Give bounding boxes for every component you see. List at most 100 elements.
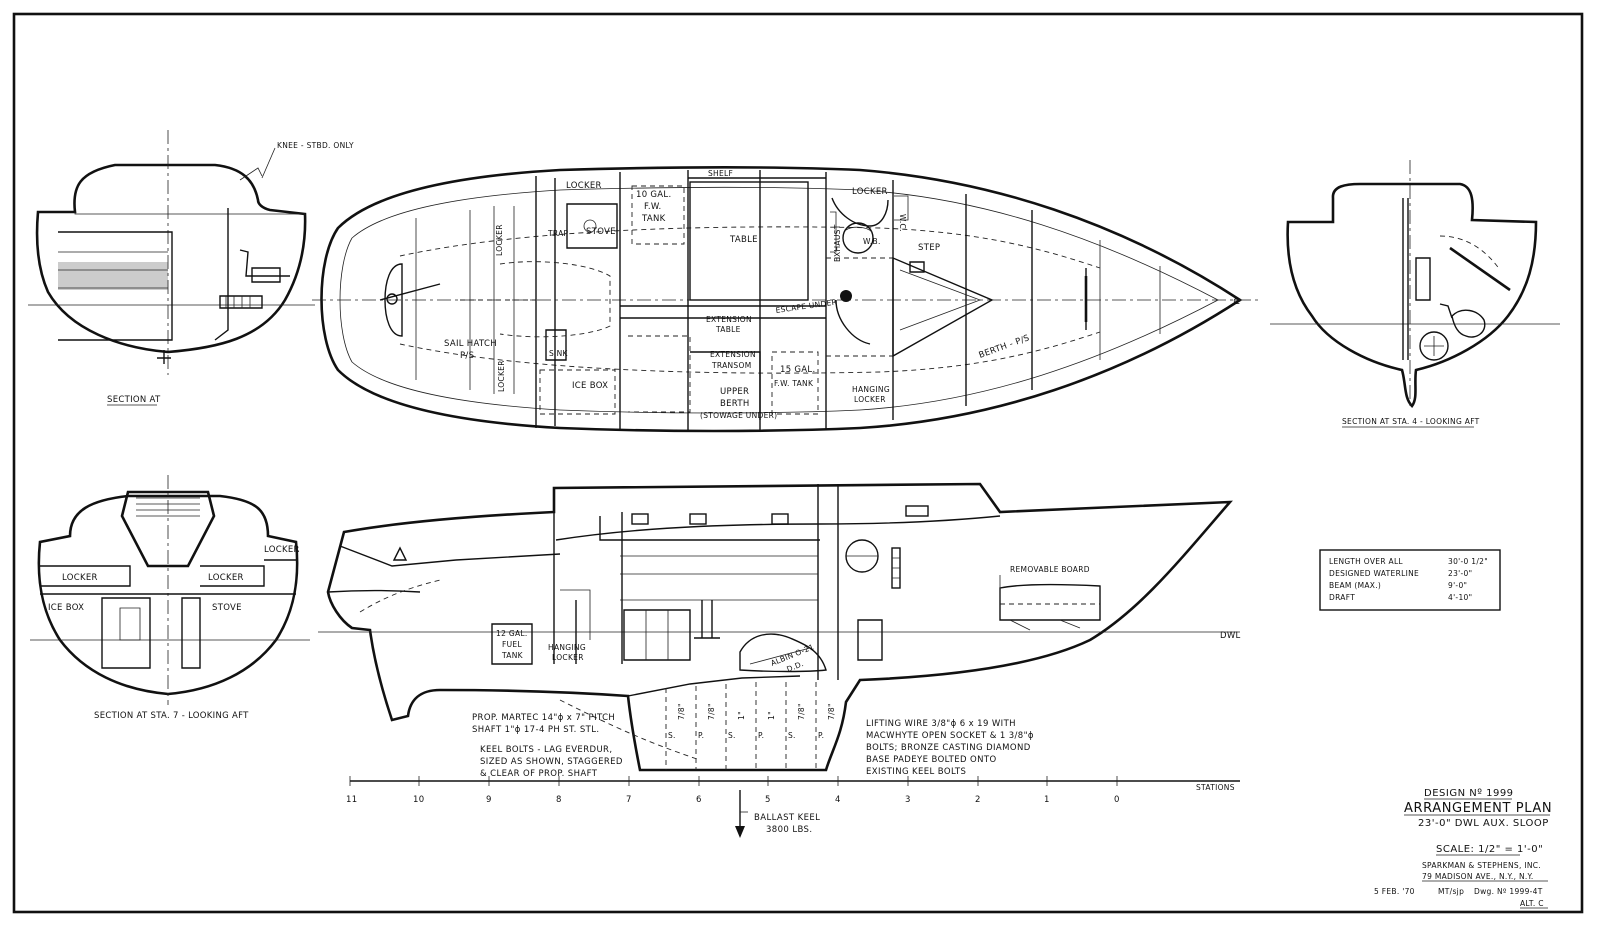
section-view-top-right: SECTION AT STA. 4 - LOOKING AFT bbox=[1270, 160, 1560, 428]
plan-table: TABLE bbox=[729, 235, 758, 245]
station-numbers: 11 10 9 8 7 6 5 4 3 2 1 0 bbox=[346, 795, 1119, 805]
particular-value-beam: 9'-0" bbox=[1448, 581, 1467, 590]
fuel-tank-2: FUEL bbox=[502, 640, 522, 649]
ballast-label-1: BALLAST KEEL bbox=[754, 813, 820, 823]
prop-note-line-1: PROP. MARTEC 14"ϕ x 7" PITCH bbox=[472, 713, 615, 723]
plan-fw-tank-10-a: 10 GAL. bbox=[636, 190, 671, 200]
lifting-note-line-3: BOLTS; BRONZE CASTING DIAMOND bbox=[866, 743, 1031, 753]
bolt-letter-2: P. bbox=[698, 731, 704, 740]
station-5: 5 bbox=[765, 795, 771, 805]
lifting-note-line-1: LIFTING WIRE 3/8"ϕ 6 x 19 WITH bbox=[866, 719, 1016, 729]
particular-value-draft: 4'-10" bbox=[1448, 593, 1472, 602]
hull-section-outline bbox=[1286, 182, 1538, 408]
bolt-letter-6: P. bbox=[818, 731, 824, 740]
bolt-letter-3: S. bbox=[728, 731, 736, 740]
plan-hanging-2: LOCKER bbox=[854, 395, 886, 404]
station-3: 3 bbox=[905, 795, 911, 805]
plan-sink: SINK bbox=[549, 349, 568, 358]
plan-step: STEP bbox=[918, 243, 940, 253]
plan-upper-berth-3: (STOWAGE UNDER) bbox=[700, 411, 777, 420]
plan-ext-transom-1: EXTENSION bbox=[710, 350, 756, 359]
profile-hanging-2: LOCKER bbox=[552, 653, 584, 662]
particulars-box bbox=[1319, 549, 1501, 611]
section-top-right-caption: SECTION AT STA. 4 - LOOKING AFT bbox=[1342, 417, 1480, 426]
removable-board-label: REMOVABLE BOARD bbox=[1010, 565, 1090, 574]
drawing-date: 5 FEB. '70 bbox=[1374, 887, 1415, 896]
section-ice-box: ICE BOX bbox=[48, 603, 84, 613]
drawing-subtitle: 23'-0" DWL AUX. SLOOP bbox=[1418, 818, 1549, 829]
keel-bolt-note: KEEL BOLTS - LAG EVERDUR, SIZED AS SHOWN… bbox=[480, 745, 623, 779]
plan-wash-basin: W.B. bbox=[863, 237, 881, 246]
station-4: 4 bbox=[835, 795, 841, 805]
plan-ext-table-1: EXTENSION bbox=[706, 315, 752, 324]
plan-locker-top: LOCKER bbox=[566, 181, 602, 191]
bolt-letter-4: P. bbox=[758, 731, 764, 740]
plan-locker-vertical-2: LOCKER bbox=[497, 360, 506, 392]
lifting-note-line-2: MACWHYTE OPEN SOCKET & 1 3/8"ϕ bbox=[866, 731, 1034, 741]
hull-section-outline bbox=[35, 163, 307, 354]
bolt-letter-5: S. bbox=[788, 731, 796, 740]
particular-label-beam: BEAM (MAX.) bbox=[1329, 581, 1381, 590]
design-number: DESIGN Nº 1999 bbox=[1424, 788, 1514, 799]
plan-ext-table-2: TABLE bbox=[715, 325, 741, 334]
prop-note: PROP. MARTEC 14"ϕ x 7" PITCH SHAFT 1"ϕ 1… bbox=[472, 713, 615, 735]
plan-trap: TRAP bbox=[547, 229, 569, 238]
firm-name: SPARKMAN & STEPHENS, INC. bbox=[1422, 861, 1541, 870]
bolt-size-2: 7/8" bbox=[707, 703, 716, 720]
particular-label-loa: LENGTH OVER ALL bbox=[1329, 557, 1403, 566]
keel-bolt-lines bbox=[665, 682, 817, 770]
plan-locker-vertical-1: LOCKER bbox=[495, 224, 504, 256]
section-bottom-left-caption: SECTION AT STA. 7 - LOOKING AFT bbox=[94, 711, 249, 721]
section-top-left-caption: SECTION AT bbox=[107, 395, 161, 405]
plan-wc: W.C. bbox=[898, 214, 907, 232]
plan-exhaust: EXHAUST bbox=[833, 224, 842, 262]
plan-upper-berth-1: UPPER bbox=[720, 387, 749, 397]
knee-label: KNEE - STBD. ONLY bbox=[277, 141, 354, 150]
plan-hanging-1: HANGING bbox=[852, 385, 890, 394]
prop-note-line-2: SHAFT 1"ϕ 17-4 PH ST. STL. bbox=[472, 725, 599, 735]
profile-hanging-1: HANGING bbox=[548, 643, 586, 652]
bolt-size-5: 7/8" bbox=[797, 703, 806, 720]
lifting-note-line-4: BASE PADEYE BOLTED ONTO bbox=[866, 755, 997, 765]
keel-bolt-note-line-2: SIZED AS SHOWN, STAGGERED bbox=[480, 757, 623, 767]
section-stove: STOVE bbox=[212, 603, 242, 613]
section-view-top-left: KNEE - STBD. ONLY SECTION AT bbox=[28, 130, 354, 406]
dwl-label: DWL bbox=[1220, 631, 1241, 641]
bolt-letter-1: S. bbox=[668, 731, 676, 740]
plan-sail-hatch-2: P/S bbox=[460, 351, 474, 361]
station-9: 9 bbox=[486, 795, 492, 805]
firm-address: 79 MADISON AVE., N.Y., N.Y. bbox=[1422, 872, 1534, 881]
title-block: DESIGN Nº 1999 ARRANGEMENT PLAN 23'-0" D… bbox=[1374, 788, 1552, 909]
plan-shelf: SHELF bbox=[708, 169, 733, 178]
station-11: 11 bbox=[346, 795, 357, 805]
fuel-tank-1: 12 GAL. bbox=[496, 629, 528, 638]
station-8: 8 bbox=[556, 795, 562, 805]
plan-locker-forward: LOCKER bbox=[852, 187, 888, 197]
plan-cl-mark: ℄ bbox=[1233, 297, 1240, 307]
station-ticks bbox=[349, 776, 1118, 786]
sheet-border bbox=[12, 12, 1584, 914]
ballast-label-2: 3800 LBS. bbox=[766, 825, 812, 835]
plan-stove: STOVE bbox=[586, 227, 616, 237]
plan-fw-tank-15-b: F.W. TANK bbox=[774, 379, 814, 388]
section-locker-3: LOCKER bbox=[264, 545, 300, 555]
hull-profile-outline bbox=[326, 482, 1233, 772]
keel-bolt-note-line-3: & CLEAR OF PROP. SHAFT bbox=[480, 769, 598, 779]
plan-fw-tank-10-b: F.W. bbox=[644, 202, 662, 212]
bolt-size-6: 7/8" bbox=[827, 703, 836, 720]
table-outline bbox=[689, 181, 809, 301]
drawing-scale: SCALE: 1/2" = 1'-0" bbox=[1436, 844, 1543, 855]
station-7: 7 bbox=[626, 795, 632, 805]
fuel-tank-3: TANK bbox=[501, 651, 524, 660]
bolt-size-3: 1" bbox=[737, 711, 746, 720]
particular-label-dwl: DESIGNED WATERLINE bbox=[1329, 569, 1419, 578]
station-10: 10 bbox=[413, 795, 424, 805]
drawing-number: Dwg. Nº 1999-4T bbox=[1474, 887, 1543, 896]
particular-value-dwl: 23'-0" bbox=[1448, 569, 1472, 578]
lifting-note-line-5: EXISTING KEEL BOLTS bbox=[866, 767, 966, 777]
stations-label: STATIONS bbox=[1196, 783, 1235, 792]
alteration-mark: ALT. C bbox=[1520, 899, 1544, 908]
plan-upper-berth-2: BERTH bbox=[720, 399, 750, 409]
